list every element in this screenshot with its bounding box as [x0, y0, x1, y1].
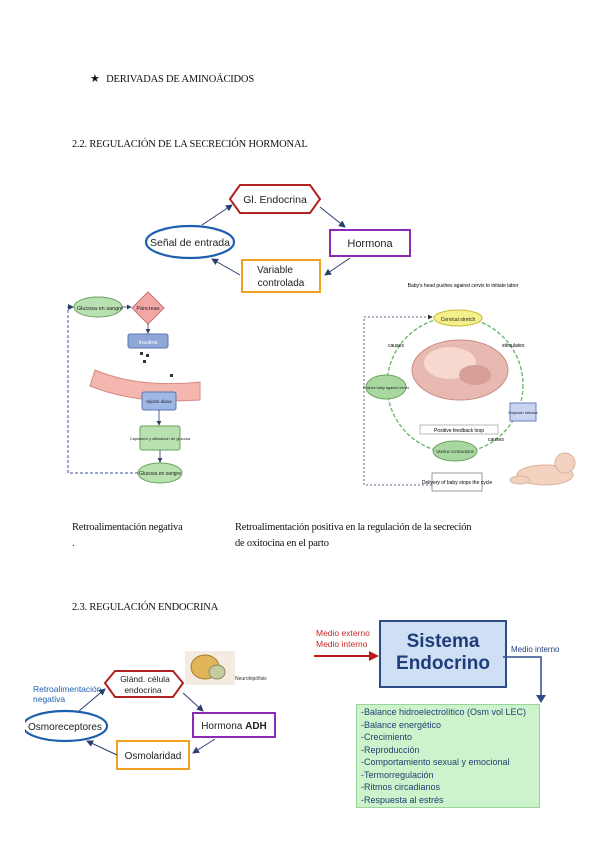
pancreas-label: Páncreas [136, 306, 159, 312]
function-item: -Reproducción [361, 744, 420, 755]
function-item: -Balance energético [361, 719, 442, 730]
star-icon: ★ [90, 72, 100, 85]
delivery-box [431, 472, 483, 492]
osmolarity-label: Osmolaridad [125, 751, 182, 762]
osmolarity-box [116, 740, 190, 770]
oxytocin-box [509, 402, 537, 422]
oxytocin-label: Oxytocin release [508, 410, 539, 415]
system-title-1: Sistema [406, 631, 480, 652]
caption-positive-2: de oxitocina en el parto [235, 538, 329, 549]
function-item: -Balance hidroelectrolítico (Osm vol LEC… [361, 707, 527, 717]
causes-label: causes [388, 343, 404, 349]
variable-label-1: Variable [257, 265, 293, 276]
hormone-regulation-loop: Gl. Endocrina Hormona Variable controlad… [144, 184, 411, 293]
feedback-label-1: Retroalimentación [33, 684, 102, 694]
gland-label: Gl. Endocrina [243, 194, 307, 206]
signal-label: Señal de entrada [150, 237, 230, 249]
neurohypophysis-image [185, 651, 235, 685]
hormone-box [329, 229, 411, 257]
heading-2-3: 2.3. REGULACIÓN ENDOCRINA [72, 602, 219, 613]
uterine-label: Uterine contractions [436, 449, 473, 454]
gland-label-1: Glánd. célula [120, 674, 170, 684]
insulin-label: Insulina [139, 340, 159, 346]
caption-positive-1: Retroalimentación positiva en la regulac… [235, 522, 472, 533]
caption-negative: Retroalimentación negativa [72, 522, 183, 533]
hormone-label: Hormona [347, 238, 393, 250]
delivery-label: Delivery of baby stops the cycle [422, 480, 493, 486]
hormone-adh-label: Hormona ADH [201, 721, 267, 732]
positive-feedback-diagram: Baby's head pushes against cervix to ini… [363, 283, 576, 492]
cervical-stretch-ellipse [433, 309, 483, 327]
neuro-label: Neurohipófisis [235, 676, 267, 682]
uterine-ellipse [432, 440, 478, 462]
variable-box [241, 259, 321, 293]
osmoreceptor-label: Osmoreceptores [28, 722, 102, 733]
gland-label-2: endocrina [124, 685, 162, 695]
positive-loop-label: Positive feedback loop [434, 428, 484, 434]
pushes-baby-label: Pushes baby against cervix [363, 386, 409, 390]
glucose-low-label: Glucosa en sangre [139, 471, 181, 477]
baby-illustration [509, 452, 576, 486]
system-title-2: Endocrino [396, 653, 490, 674]
osmoreceptor-ellipse [25, 709, 109, 743]
feedback-label-2: negativa [33, 694, 65, 704]
negative-feedback-diagram: Glucosa en sangre Páncreas Insulina teji… [67, 291, 201, 484]
insulin-box [127, 333, 169, 349]
function-item: -Crecimiento [361, 732, 413, 742]
gland-hexagon [103, 670, 185, 698]
gland-diamond [228, 184, 322, 214]
endocrine-system-box: Sistema Endocrino [379, 620, 507, 688]
variable-label-2: controlada [258, 278, 305, 289]
adh-regulation-loop: Retroalimentación negativa Glánd. célula… [25, 651, 276, 770]
external-env-label: Medio externo [316, 628, 370, 638]
section-bullet: ★ DERIVADAS DE AMINOÁCIDOS [90, 72, 254, 85]
cervical-stretch-label: Cervical stretch [441, 317, 476, 323]
causes2-label: causes [488, 437, 504, 443]
uptake-label: Captación y utilización de glucosa [130, 436, 191, 441]
function-item: -Respuesta al estrés [361, 794, 444, 805]
stimulates-label: stimulates [502, 343, 525, 349]
tissues-label: tejidos diana [146, 399, 172, 404]
internal-env-out-label: Medio interno [511, 645, 560, 654]
functions-box: -Balance hidroelectrolítico (Osm vol LEC… [356, 704, 540, 808]
function-item: -Termorregulación [361, 769, 434, 780]
internal-env-in-label: Medio interno [316, 639, 368, 649]
baby-push-label: Baby's head pushes against cervix to ini… [408, 283, 519, 289]
section-bullet-text: DERIVADAS DE AMINOÁCIDOS [106, 74, 254, 85]
signal-ellipse [144, 224, 236, 260]
heading-2-2: 2.2. REGULACIÓN DE LA SECRECIÓN HORMONAL [72, 139, 308, 150]
function-item: -Comportamiento sexual y emocional [361, 757, 510, 767]
caption-negative-dot: . [72, 538, 75, 549]
input-arrow [314, 651, 379, 661]
glucose-high-label: Glucosa en sangre [77, 306, 123, 312]
hormone-adh-box [192, 712, 276, 738]
output-arrow [503, 656, 546, 703]
pushes-baby-ellipse [365, 374, 407, 400]
function-item: -Ritmos circadianos [361, 782, 441, 792]
